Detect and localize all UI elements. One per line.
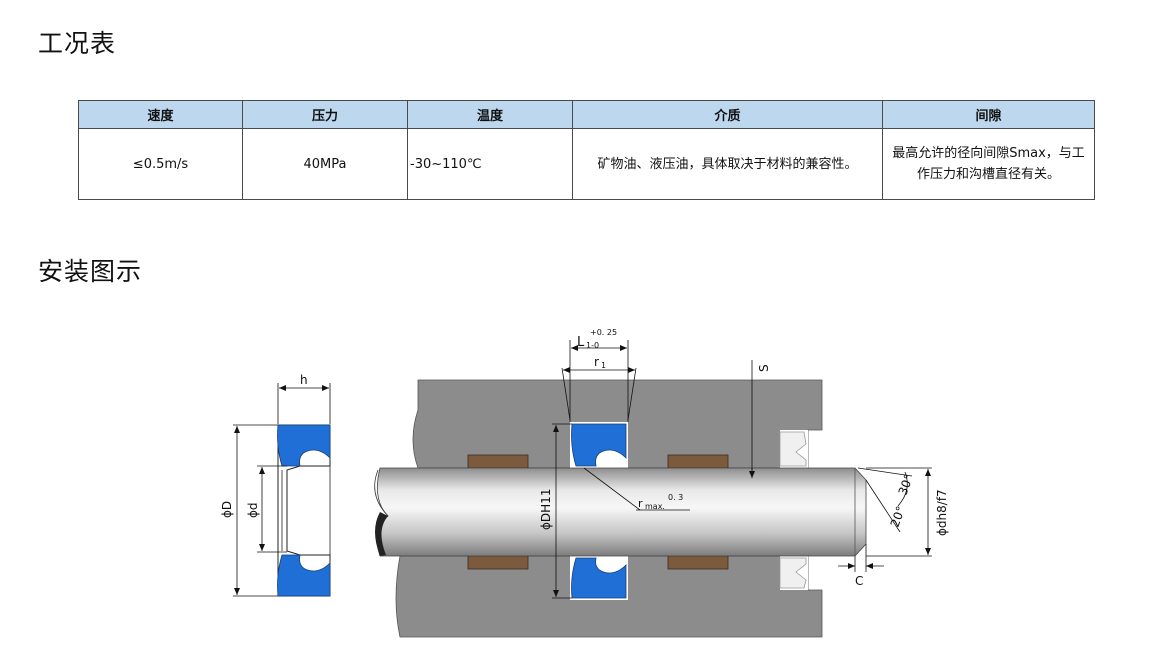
header-clearance: 间隙 — [882, 100, 1095, 129]
label-rmax: r — [638, 497, 643, 510]
cell-clearance: 最高允许的径向间隙Smax，与工作压力和沟槽直径有关。 — [882, 128, 1095, 200]
cell-pressure: 40MPa — [242, 128, 408, 200]
header-temperature: 温度 — [407, 100, 573, 129]
label-angle-20: 20° — [888, 504, 908, 529]
guide-ring-top-left — [467, 454, 529, 469]
label-S: S — [757, 364, 771, 372]
header-medium: 介质 — [572, 100, 883, 129]
assembly-dimensions: L 1-0 +0. 25 r 1 S ϕDH11 r max. 0. 3 20°… — [539, 328, 949, 599]
label-dh8f7: ϕdh8/f7 — [935, 489, 949, 536]
guide-ring-bottom-left — [467, 555, 529, 570]
seal-cross-section: h ϕD ϕd — [220, 373, 331, 597]
label-DH11: ϕDH11 — [539, 489, 553, 530]
table-row: ≤0.5m/s 40MPa -30~110℃ 矿物油、液压油，具体取决于材料的兼… — [78, 128, 1095, 200]
operating-conditions-table: 速度 压力 温度 介质 间隙 ≤0.5m/s 40MPa -30~110℃ 矿物… — [78, 100, 1095, 200]
header-speed: 速度 — [78, 100, 243, 129]
label-L-tolerance-lower: 1-0 — [586, 341, 599, 350]
label-D: ϕD — [220, 501, 234, 518]
housing-assembly — [395, 379, 823, 638]
seal-profile-top — [277, 424, 331, 467]
piston-rod — [374, 467, 867, 557]
header-pressure: 压力 — [242, 100, 408, 129]
seal-profile-bottom — [277, 554, 331, 597]
label-L: L — [577, 335, 585, 350]
table-header-row: 速度 压力 温度 介质 间隙 — [78, 100, 1095, 129]
label-r1: r — [594, 355, 599, 369]
guide-ring-top-right — [667, 454, 729, 469]
installed-seal-bottom — [571, 557, 627, 599]
cell-temperature: -30~110℃ — [407, 128, 573, 200]
cell-medium: 矿物油、液压油，具体取决于材料的兼容性。 — [572, 128, 883, 200]
guide-ring-bottom-right — [667, 555, 729, 570]
label-C: C — [855, 574, 863, 588]
installed-seal-top — [571, 423, 627, 467]
installation-diagram: h ϕD ϕd — [220, 328, 949, 638]
label-L-tolerance-upper: +0. 25 — [590, 328, 617, 337]
label-d: ϕd — [246, 502, 260, 518]
conditions-section-title: 工况表 — [38, 29, 117, 58]
label-rmax-value: 0. 3 — [668, 493, 683, 502]
install-section-title: 安装图示 — [38, 257, 143, 286]
cell-speed: ≤0.5m/s — [78, 128, 243, 200]
label-h: h — [300, 373, 308, 387]
label-r1-sub: 1 — [601, 361, 606, 370]
label-rmax-sub: max. — [645, 502, 665, 511]
label-angle-30: 30° — [896, 472, 916, 497]
